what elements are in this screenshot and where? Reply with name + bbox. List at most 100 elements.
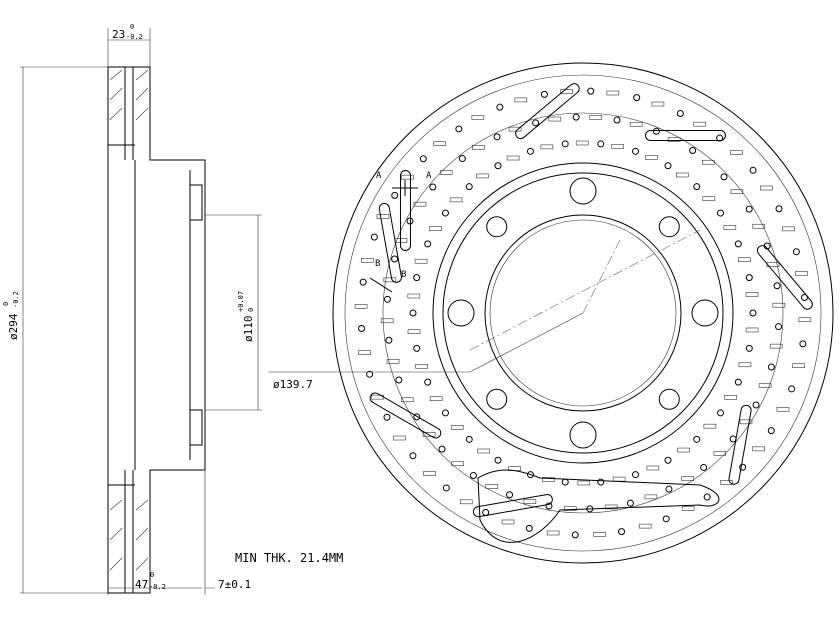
drill-hole [739,463,747,471]
drill-hole [734,240,742,248]
vent-mark [429,396,443,401]
drill-hole [370,233,378,241]
vent-mark [358,350,371,355]
vent-mark [546,530,560,536]
drill-hole [385,336,393,344]
drill-hole [571,531,579,539]
drill-hole [441,209,449,217]
section-label-b: B [375,259,380,269]
drill-hole [767,363,775,371]
vent-mark [760,185,773,191]
vent-mark [471,115,485,120]
vent-mark [739,419,753,425]
drill-hole [465,183,473,191]
vent-mark [476,173,489,179]
slot [645,129,726,141]
vent-mark [675,172,689,178]
drill-hole [429,183,437,191]
drill-hole [745,344,753,352]
vent-mark [383,277,397,283]
vent-mark [508,126,522,132]
vent-mark [386,359,400,364]
vent-mark [701,159,715,165]
vent-mark [407,329,421,334]
drill-hole [597,478,605,486]
drill-hole [800,294,808,302]
vent-mark [644,494,658,500]
vent-mark [415,363,428,369]
drill-hole [493,133,501,141]
drill-hole [532,119,540,127]
drill-hole [561,478,569,486]
vent-mark [792,363,805,368]
slot [472,494,553,518]
drill-hole [734,378,742,386]
bolt-hole [447,299,475,327]
vent-mark [542,477,555,482]
drill-hole [413,344,421,352]
vent-mark [769,343,783,349]
bolt-hole [658,216,680,238]
slot [728,404,752,485]
drill-hole [792,248,800,256]
vent-mark [677,447,690,453]
drill-hole [383,295,391,303]
drill-hole [526,471,534,479]
drill-hole [618,528,626,536]
hat-thickness-dim: 7±0.1 [218,578,251,591]
drill-hole [693,183,701,191]
min-thickness-note: MIN THK. 21.4MM [235,551,343,565]
drill-hole [525,524,533,532]
bolt-hole [658,388,680,410]
drill-hole [494,456,502,464]
drill-hole [506,491,514,499]
vent-mark [752,446,765,452]
vent-mark [450,425,464,430]
vent-mark [429,226,442,231]
drill-hole [767,427,775,435]
bolt-hole [486,388,508,410]
drill-hole [469,471,477,479]
drill-hole [441,409,449,417]
thickness-dim: 23 [112,28,125,41]
drill-hole [626,499,634,507]
vent-mark [681,476,694,482]
hat-height-upper-tol: 0 [150,571,154,579]
drill-hole [561,140,569,148]
vent-mark [407,293,421,299]
vent-mark [393,435,406,441]
vent-mark [413,201,427,207]
vent-mark [738,257,751,263]
vent-mark [795,271,808,276]
bolt-hole [569,421,597,449]
bolt-holes [447,177,719,449]
vent-mark [361,258,374,263]
vent-mark [449,197,463,203]
drill-hole [652,127,660,135]
vent-mark [776,407,790,412]
drill-hole [391,255,399,263]
drill-hole [665,485,673,493]
vent-mark [745,292,759,297]
hat-height-lower-tol: -0.2 [149,583,166,591]
section-label-a: A [376,171,382,181]
vent-mark [575,140,589,146]
drill-hole [773,282,781,290]
drill-hole [438,445,446,453]
slots [369,83,813,518]
outer-diameter-upper-tol: 0 [2,302,10,306]
vent-mark [548,116,562,122]
vent-mark [745,327,759,333]
drill-hole [526,147,534,155]
vent-mark [645,155,658,160]
vent-mark [376,214,390,219]
vent-mark [501,519,515,525]
slot [378,202,402,283]
thickness-upper-tol: 0 [130,23,134,31]
vent-mark [514,97,528,103]
vent-mark [577,480,591,486]
vent-mark [604,504,618,510]
vent-mark [540,144,554,150]
vent-mark [472,144,485,150]
